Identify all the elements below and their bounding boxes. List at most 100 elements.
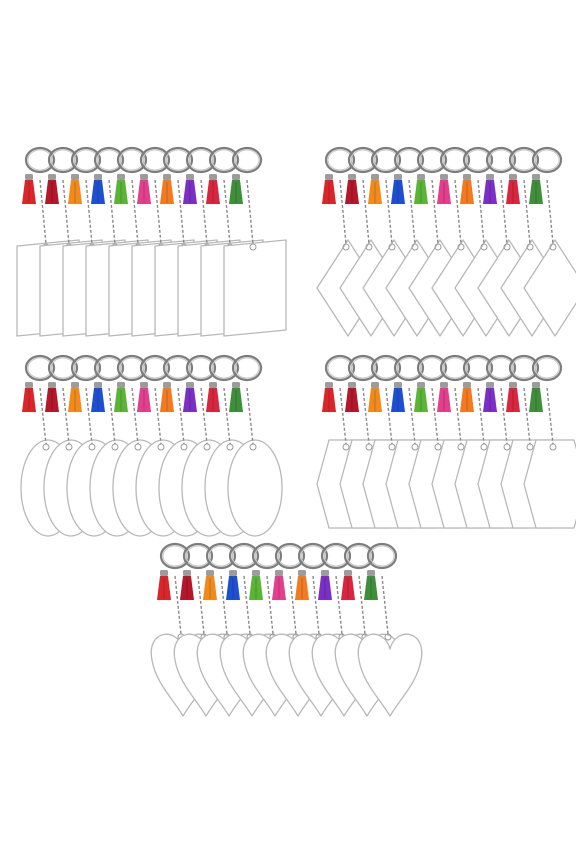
split-ring-highlight — [396, 149, 422, 171]
tassel-cap — [140, 382, 148, 388]
acrylic-blank — [223, 239, 287, 337]
tassel-cap — [71, 174, 79, 180]
split-ring — [366, 542, 398, 570]
split-ring — [251, 542, 283, 570]
hexagon-keychain — [523, 354, 576, 529]
tassel — [483, 180, 497, 204]
split-ring-highlight — [188, 149, 214, 171]
blank-hole — [457, 243, 465, 251]
tassel-cap — [440, 382, 448, 388]
tassel-cap — [232, 382, 240, 388]
split-ring — [24, 354, 56, 382]
split-ring-highlight — [327, 357, 353, 379]
circle-keychain — [227, 354, 283, 537]
split-ring-highlight — [234, 149, 260, 171]
chain — [131, 387, 139, 445]
tassel — [483, 388, 497, 412]
rectangle-keychain-group — [16, 146, 287, 337]
chain — [362, 387, 370, 445]
split-ring-highlight — [465, 149, 491, 171]
chain — [500, 387, 508, 445]
chain — [500, 179, 508, 245]
split-ring — [462, 354, 494, 382]
tassel — [437, 180, 451, 204]
split-ring — [208, 146, 240, 174]
blank-hole — [480, 243, 488, 251]
split-ring-highlight — [231, 545, 257, 567]
acrylic-blank — [523, 439, 576, 529]
tassel-cap — [48, 174, 56, 180]
split-ring — [208, 354, 240, 382]
split-ring — [347, 354, 379, 382]
chain — [39, 387, 47, 445]
split-ring — [347, 146, 379, 174]
tassel — [157, 576, 171, 600]
tassel-cap — [417, 174, 425, 180]
blank-hole — [411, 243, 419, 251]
split-ring-highlight — [27, 149, 53, 171]
chain — [362, 179, 370, 245]
split-ring-highlight — [27, 357, 53, 379]
split-ring-highlight — [234, 357, 260, 379]
split-ring-highlight — [511, 357, 537, 379]
split-ring-highlight — [327, 149, 353, 171]
chain — [39, 179, 47, 245]
blank-hole — [365, 243, 373, 251]
tassel — [183, 388, 197, 412]
split-ring — [185, 354, 217, 382]
split-ring-highlight — [511, 149, 537, 171]
tassel — [368, 180, 382, 204]
chain — [246, 179, 254, 245]
chain — [85, 179, 93, 245]
split-ring — [185, 146, 217, 174]
chain — [431, 179, 439, 245]
acrylic-blank — [357, 633, 423, 717]
tassel-cap — [486, 382, 494, 388]
tassel-cap — [275, 570, 283, 576]
split-ring — [274, 542, 306, 570]
tassel — [529, 388, 543, 412]
tassel-cap — [252, 570, 260, 576]
blank-hole — [434, 243, 442, 251]
split-ring-highlight — [119, 357, 145, 379]
chain — [62, 179, 70, 245]
tassel — [180, 576, 194, 600]
split-ring — [70, 146, 102, 174]
tassel — [364, 576, 378, 600]
split-ring-highlight — [534, 149, 560, 171]
tassel-cap — [321, 570, 329, 576]
tassel-cap — [117, 382, 125, 388]
split-ring — [439, 146, 471, 174]
tassel-cap — [371, 382, 379, 388]
tassel-cap — [394, 174, 402, 180]
tassel — [137, 388, 151, 412]
tassel-cap — [394, 382, 402, 388]
split-ring — [116, 354, 148, 382]
split-ring — [182, 542, 214, 570]
chain — [523, 387, 531, 445]
chain — [177, 179, 185, 245]
tassel — [506, 180, 520, 204]
split-ring-highlight — [208, 545, 234, 567]
tassel-cap — [509, 382, 517, 388]
split-ring-highlight — [162, 545, 188, 567]
split-ring-highlight — [96, 357, 122, 379]
tassel-cap — [48, 382, 56, 388]
tassel — [437, 388, 451, 412]
tassel-cap — [232, 174, 240, 180]
tassel-cap — [463, 382, 471, 388]
tassel — [183, 180, 197, 204]
tassel — [137, 180, 151, 204]
split-ring — [320, 542, 352, 570]
split-ring — [231, 146, 263, 174]
tassel — [345, 388, 359, 412]
tassel — [91, 180, 105, 204]
split-ring-highlight — [323, 545, 349, 567]
split-ring-highlight — [50, 357, 76, 379]
tassel-cap — [371, 174, 379, 180]
tassel-cap — [140, 174, 148, 180]
tassel — [506, 388, 520, 412]
chain — [454, 179, 462, 245]
split-ring-highlight — [465, 357, 491, 379]
tassel — [45, 180, 59, 204]
